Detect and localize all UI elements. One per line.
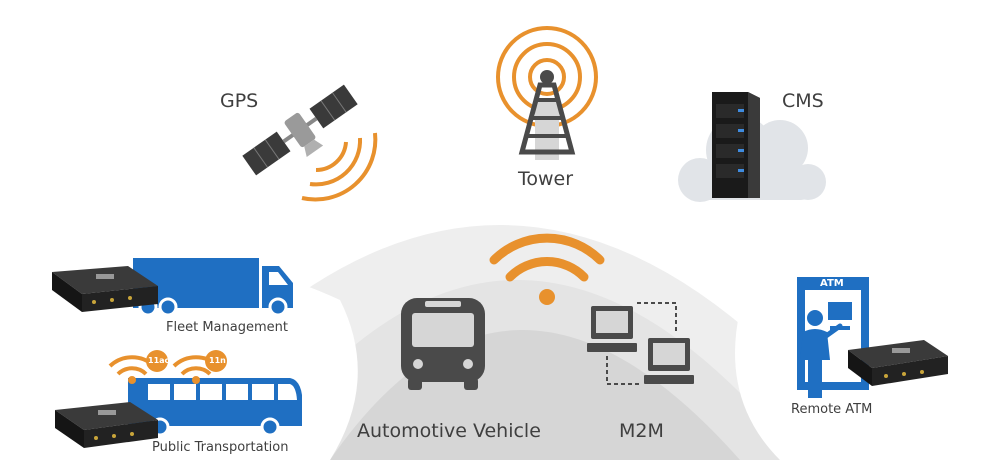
cms-label: CMS xyxy=(782,90,824,112)
m2m-label: M2M xyxy=(619,420,664,442)
bus-icon xyxy=(401,298,485,390)
remote-atm-label: Remote ATM xyxy=(791,402,873,417)
tower-label: Tower xyxy=(518,168,574,190)
coach-bus-icon xyxy=(108,350,302,437)
server-icon xyxy=(712,92,760,198)
atm-icon xyxy=(797,277,869,398)
computers-icon xyxy=(587,302,694,385)
badge-11n: 11n xyxy=(209,356,226,365)
satellite-icon xyxy=(242,84,378,202)
router-device-icon xyxy=(55,402,158,448)
public-transportation-label: Public Transportation xyxy=(152,440,289,455)
gps-label: GPS xyxy=(220,90,259,112)
badge-11ac: 11ac xyxy=(148,356,170,365)
router-device-icon xyxy=(848,340,948,386)
fleet-management-label: Fleet Management xyxy=(166,320,288,335)
atm-sign: ATM xyxy=(820,278,844,289)
tower-icon xyxy=(496,26,598,160)
wifi-icon xyxy=(489,233,605,305)
router-device-icon xyxy=(52,266,158,312)
automotive-vehicle-label: Automotive Vehicle xyxy=(357,420,541,442)
